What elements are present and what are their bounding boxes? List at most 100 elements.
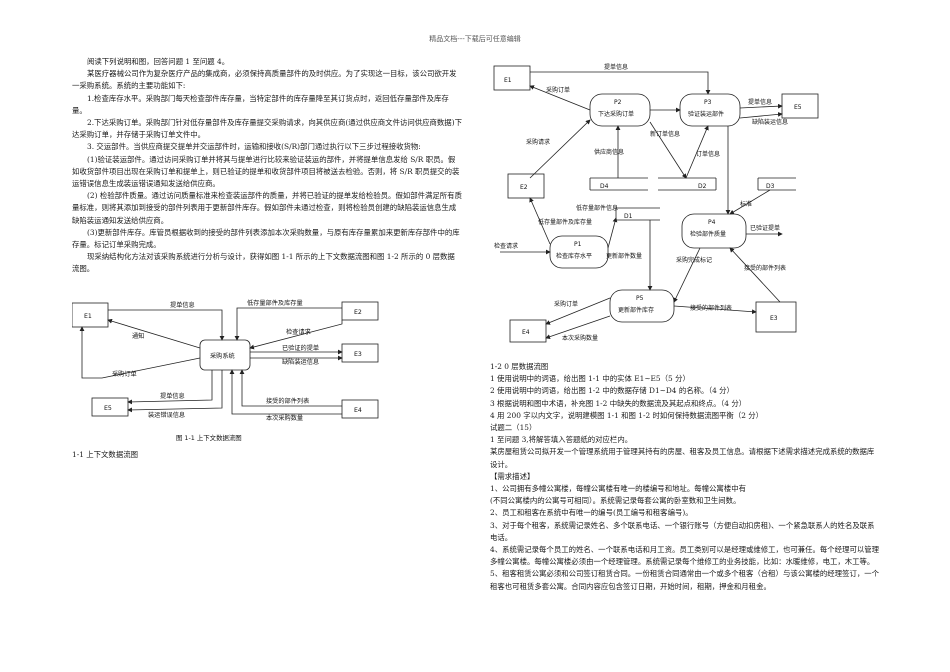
flow-label: 订单信息	[696, 150, 720, 158]
context-dfd-figure: E1 E2 E3 E4 E5 采购系统 提单信息 低存量部件及库存量 检查请求 …	[72, 299, 379, 442]
question-description: 阅读下列说明和图，回答问题 1 至问题 4。 某医疗器械公司作为复杂医疗产品的集…	[72, 56, 462, 276]
entity-e5-box	[91, 397, 129, 417]
flow-label: 提单信息	[160, 392, 185, 400]
e4-label: E4	[522, 329, 530, 336]
flow-label: 低存量部件信息	[576, 204, 618, 212]
question-item: 2 使用说明中的词语，给出图 1-2 中的数据存储 D1~D4 的名称。（4 分…	[490, 386, 734, 396]
entity-e3-box	[755, 301, 797, 333]
flow-label: 提单信息	[604, 63, 628, 71]
flow-label: 检查请求	[286, 328, 311, 336]
flow-label: 采购订单	[554, 300, 578, 308]
flow-label: 提单信息	[170, 301, 195, 309]
flow-label: 本次采购数量	[266, 414, 303, 422]
p1-label: P1	[574, 241, 582, 248]
flow-label: 缺陷装运信息	[752, 118, 788, 126]
flow-label: 装运错误信息	[148, 411, 185, 419]
question-item: 3 根据说明和图中术语，补充图 1-2 中缺失的数据流及其起点和终点。（4 分）	[490, 398, 747, 408]
flow-label: 供应商信息	[594, 148, 624, 156]
flow-label: 采购订单	[546, 86, 570, 94]
flow-label: 接受的部件列表	[744, 264, 786, 272]
entity-e1-box	[72, 302, 109, 328]
p3-name: 验证装运部件	[688, 110, 724, 118]
flow-label: 采购完成标记	[676, 256, 712, 264]
d1-label: D1	[624, 213, 633, 220]
paragraph: 1 至问题 3,将解答填入答题纸的对应栏内。	[490, 435, 633, 445]
section-title: 试题二（15）	[490, 423, 537, 433]
flow-label: 标准	[740, 200, 752, 208]
paragraph: 现采纳结构化方法对该采购系统进行分析与设计，获得如图 1-1 所示的上下文数据流…	[72, 252, 455, 274]
flow-label: 检查请求	[494, 242, 518, 250]
paragraph: (3)更新部件库存。库管员根据收到的接受的部件列表添加本次采购数量，与原有库存量…	[72, 227, 460, 250]
e3-label: E3	[770, 315, 778, 322]
figure-inner-caption: 图 1-1 上下文数据流图	[176, 433, 242, 442]
flow-label: 通知	[132, 332, 144, 340]
p2-name: 下达采购订单	[598, 110, 634, 118]
e4-label: E4	[354, 407, 362, 414]
flow-label: 接受的部件列表	[266, 397, 309, 405]
paragraph: 阅读下列说明和图，回答问题 1 至问题 4。	[87, 57, 230, 66]
p2-label: P2	[614, 99, 622, 106]
questions-column: 1-2 0 层数据流图 1 使用说明中的词语，给出图 1-1 中的实体 E1~E…	[490, 361, 880, 593]
d4-label: D4	[600, 183, 609, 190]
p3-label: P3	[704, 99, 712, 106]
requirement-item: 1、公司拥有多幢公寓楼，每幢公寓楼有唯一的楼编号和地址。每幢公寓楼中有	[490, 484, 746, 494]
center-process-box	[199, 339, 251, 371]
p5-label: P5	[636, 295, 644, 302]
flow-label: 更新部件数量	[606, 252, 642, 260]
store-d3-shape	[757, 177, 796, 191]
d3-label: D3	[766, 183, 775, 190]
paragraph: 1.检查库存水平。采购部门每天检查部件库存量，当特定部件的库存量降至其订货点时，…	[72, 93, 449, 115]
entity-e2-box	[507, 173, 545, 199]
e1-label: E1	[84, 313, 92, 320]
flow-label: 新订单信息	[650, 130, 680, 138]
level0-dfd-figure: E1 E2 E5 E3 E4 P2 下达采购订单 P3 验证装运部件 P1 检查…	[493, 63, 819, 343]
requirement-item: (不同公寓楼内的公寓号可相同）。系统需记录每套公寓的卧室数和卫生间数。	[490, 496, 741, 506]
flow-label: 低存量部件及库存量	[538, 218, 592, 226]
figure1-caption: 1-1 上下文数据流图	[72, 450, 138, 459]
store-d2-shape	[658, 177, 717, 191]
store-d4-shape	[589, 177, 648, 191]
flow-label: 提单信息	[748, 98, 772, 106]
paragraph: 2.下达采购订单。采购部门针对低存量部件及库存量提交采购请求，向其供应商(通过供…	[72, 118, 462, 140]
flow-label: 已验证的提单	[282, 344, 319, 352]
flow-label: 低存量部件及库存量	[247, 299, 303, 307]
paragraph: 某房屋租赁公司拟开发一个管理系统用于管理其持有的房屋、租客及员工信息。请根据下述…	[490, 447, 875, 469]
entity-e2-box	[341, 301, 379, 321]
paragraph: 3. 交运部件。当供应商提交提单并交运部件时，运输和接收(S/R)部门通过执行以…	[87, 142, 421, 152]
e1-label: E1	[504, 77, 512, 84]
paragraph: (1)验证装运部件。通过访问采购订单并将其与提单进行比较来验证装运的部件，并将提…	[72, 154, 460, 189]
question-item: 4 用 200 字以内文字，说明建模图 1-1 和图 1-2 时如何保持数据流图…	[490, 410, 764, 420]
center-process-label: 采购系统	[210, 352, 235, 360]
process-p4-box	[681, 213, 747, 249]
e2-label: E2	[520, 184, 528, 191]
flow-label: 采购请求	[526, 138, 550, 146]
p4-name: 检验部件质量	[690, 230, 726, 238]
entity-e1-box	[493, 65, 531, 91]
e2-label: E2	[354, 309, 362, 316]
p4-label: P4	[708, 219, 716, 226]
page-header: 精品文档---下载后可任意编辑	[429, 35, 521, 43]
paragraph: 某医疗器械公司作为复杂医疗产品的集成商，必须保持高质量部件的及时供应。为了实现这…	[72, 69, 457, 91]
requirement-item: 5、租客租赁公寓必须和公司签订租赁合同。一份租赁合同通常由一个或多个租客（合租）…	[490, 569, 880, 591]
requirement-item: 2、员工和租客在系统中有唯一的编号(员工编号和租客编号)。	[490, 508, 693, 518]
section-heading: 【需求描述】	[490, 471, 535, 481]
e5-label: E5	[794, 104, 802, 111]
p5-name: 更新部件库存	[618, 306, 654, 314]
d2-label: D2	[698, 183, 707, 190]
entity-e4-box	[509, 319, 547, 343]
flow-label: 本次采购数量	[562, 334, 598, 342]
flow-label: 采购订单	[112, 370, 137, 378]
e3-label: E3	[354, 351, 362, 358]
question-item: 1 使用说明中的词语，给出图 1-1 中的实体 E1~E5（5 分）	[490, 374, 690, 384]
flow-label: 接受的部件列表	[690, 304, 732, 312]
paragraph: (2) 检验部件质量。通过访问质量标准来检查装运部件的质量，并将已验证的提单发给…	[72, 191, 462, 225]
figure2-caption: 1-2 0 层数据流图	[490, 362, 549, 371]
p1-name: 检查库存水平	[556, 252, 592, 260]
requirement-item: 3、对于每个租客，系统需记录姓名、多个联系电话、一个银行账号（方便自动扣房租)、…	[490, 520, 875, 542]
entity-e4-box	[341, 399, 379, 419]
store-d1-shape	[615, 207, 660, 221]
requirement-item: 4、系统需记录每个员工的姓名、一个联系电话和月工资。员工类别可以是经理或维修工，…	[490, 545, 880, 567]
flow-label: 缺陷装运信息	[282, 358, 319, 366]
flow-label: 已验证提单	[750, 224, 780, 232]
e5-label: E5	[104, 405, 112, 412]
